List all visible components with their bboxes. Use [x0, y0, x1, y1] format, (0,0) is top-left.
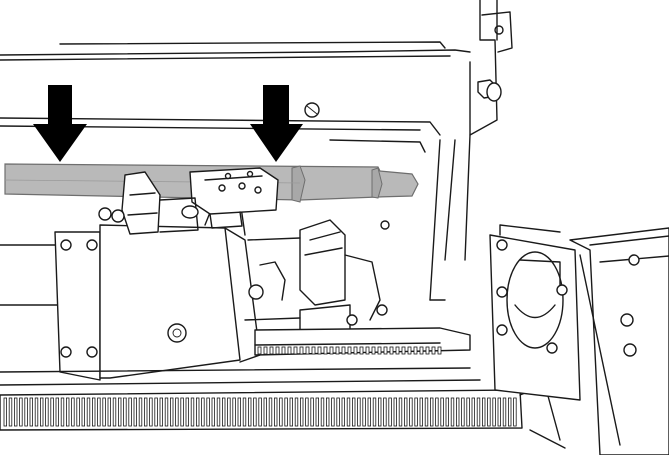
small-bolt	[304, 102, 320, 118]
right-frame	[304, 0, 513, 301]
gearbox-bolt	[167, 323, 187, 343]
rack-teeth	[257, 346, 442, 355]
gearbox-block	[54, 199, 261, 381]
rail-clamp	[189, 167, 279, 229]
frame-bolt	[477, 79, 502, 102]
carriage	[98, 171, 199, 235]
arrow-right	[250, 85, 303, 162]
down-arrow-icon	[33, 85, 87, 162]
pulley-assembly	[489, 224, 669, 455]
bottom-rack-teeth	[3, 397, 517, 427]
arrow-left	[33, 85, 87, 162]
rack-bar	[0, 327, 481, 386]
down-arrow-icon	[250, 85, 303, 162]
bottom-rack	[0, 384, 566, 449]
slider-mechanism	[244, 219, 390, 336]
